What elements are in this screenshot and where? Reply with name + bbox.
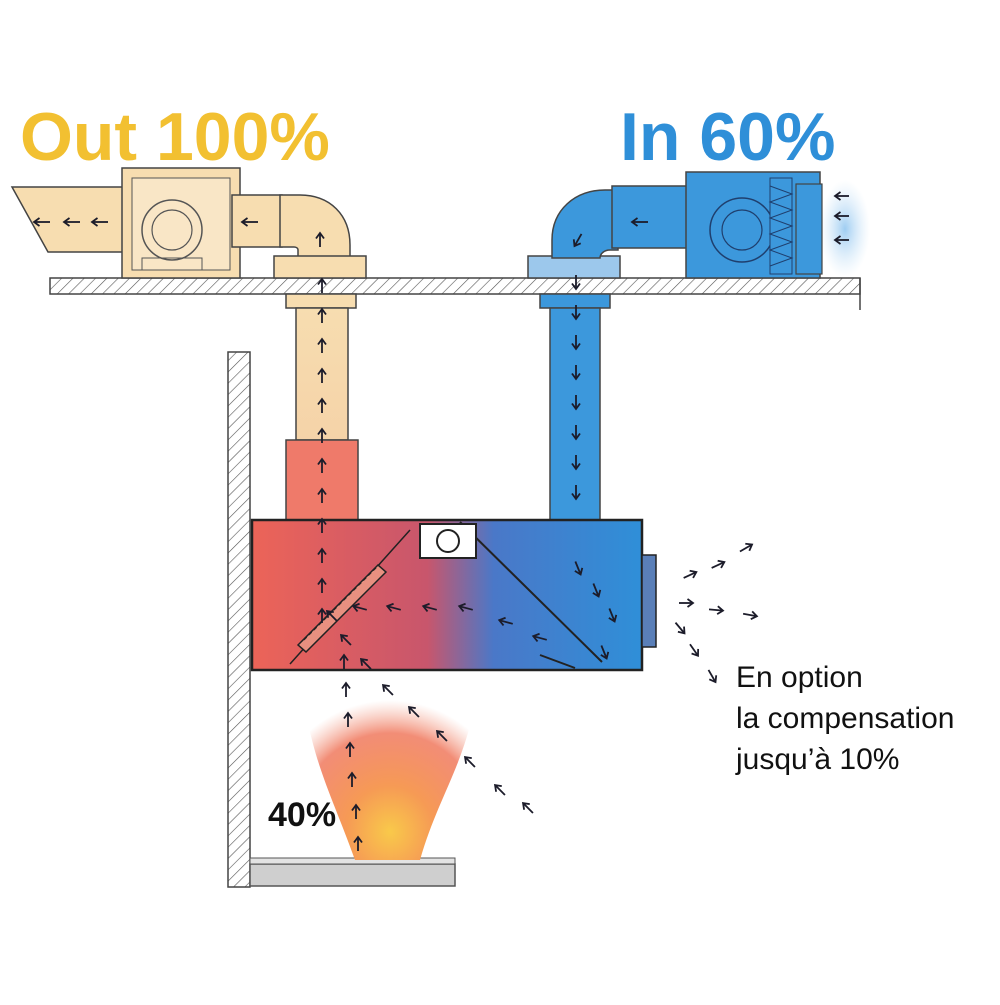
- flow-arrow: [571, 425, 581, 441]
- flow-arrow: [317, 547, 327, 563]
- flow-arrow: [571, 455, 581, 471]
- flow-arrow: [240, 217, 258, 227]
- exhaust-fan: [10, 167, 283, 279]
- flow-arrow: [317, 307, 327, 323]
- back-wall: [227, 351, 251, 888]
- flow-arrow: [343, 711, 353, 727]
- flow-arrow: [385, 602, 401, 613]
- ceiling-slab: [49, 277, 861, 310]
- flow-arrow: [833, 191, 849, 201]
- flow-arrow: [317, 337, 327, 353]
- flow-arrow: [739, 542, 754, 553]
- flow-arrow: [435, 729, 448, 742]
- flow-arrow: [317, 277, 327, 293]
- filter-icon: [296, 563, 388, 654]
- supply-fan: [685, 171, 870, 279]
- flow-arrow: [463, 755, 476, 768]
- flow-arrow: [742, 610, 759, 621]
- flow-arrow: [521, 801, 534, 814]
- flow-arrow: [674, 622, 686, 635]
- flow-arrow: [600, 645, 610, 660]
- flow-arrow: [689, 643, 700, 657]
- flow-arrow: [317, 457, 327, 473]
- flow-arrow: [317, 367, 327, 383]
- flow-arrow: [572, 233, 583, 248]
- exhaust-duct: [273, 194, 367, 523]
- flow-arrow: [381, 683, 394, 696]
- flow-arrow: [531, 632, 547, 643]
- flow-arrow: [407, 705, 420, 718]
- flow-arrow: [347, 771, 357, 787]
- option-note-line3: jusqu’à 10%: [735, 743, 899, 776]
- option-note-line1: En option: [736, 661, 863, 694]
- flow-arrow: [317, 427, 327, 443]
- flow-arrow: [497, 616, 513, 627]
- airflow-arrows: [32, 191, 849, 851]
- flow-arrow: [317, 607, 327, 623]
- flow-arrow: [353, 835, 363, 851]
- flow-arrow: [571, 365, 581, 381]
- flow-arrow: [32, 217, 50, 227]
- exhaust-percentage-label: Out 100%: [20, 99, 330, 175]
- flow-arrow: [317, 397, 327, 413]
- flow-arrow: [571, 395, 581, 411]
- exhaust-fan-icon: [141, 199, 203, 271]
- flow-arrow: [90, 217, 108, 227]
- flow-arrow: [833, 211, 849, 221]
- flow-arrow: [630, 217, 648, 227]
- flow-arrow: [317, 487, 327, 503]
- flow-arrow: [592, 583, 602, 598]
- flow-arrow: [571, 275, 581, 291]
- option-note-line2: la compensation: [736, 702, 954, 735]
- induced-air-percentage-label: 40%: [268, 796, 336, 834]
- kitchen-hood: [250, 518, 657, 672]
- flow-arrow: [325, 609, 338, 622]
- flow-arrow: [707, 669, 718, 684]
- flow-arrow: [351, 602, 367, 613]
- flow-arrow: [711, 559, 726, 569]
- filter-icon: [768, 177, 794, 275]
- flow-arrow: [574, 561, 584, 576]
- flow-arrow: [493, 783, 506, 796]
- cooking-appliance: [249, 857, 456, 887]
- flow-arrow: [421, 602, 437, 613]
- heat-plume: [300, 672, 480, 860]
- flow-arrow: [608, 608, 618, 623]
- flow-arrow: [571, 485, 581, 501]
- supply-duct: [527, 185, 691, 521]
- flow-arrow: [359, 657, 372, 670]
- supply-percentage-label: In 60%: [620, 99, 835, 175]
- flow-arrow: [679, 598, 695, 608]
- flow-arrow: [571, 305, 581, 321]
- flow-arrow: [341, 681, 351, 697]
- flow-arrow: [62, 217, 80, 227]
- flow-arrow: [317, 517, 327, 533]
- flow-arrow: [683, 569, 698, 579]
- flow-arrow: [708, 605, 725, 615]
- light-fixture-icon: [419, 523, 477, 559]
- flow-arrow: [315, 231, 325, 247]
- flow-arrow: [571, 335, 581, 351]
- flow-arrow: [833, 235, 849, 245]
- flow-arrow: [339, 633, 352, 646]
- flow-arrow: [457, 602, 473, 613]
- flow-arrow: [351, 803, 361, 819]
- flow-arrow: [317, 577, 327, 593]
- flow-arrow: [345, 741, 355, 757]
- flow-arrow: [339, 653, 349, 669]
